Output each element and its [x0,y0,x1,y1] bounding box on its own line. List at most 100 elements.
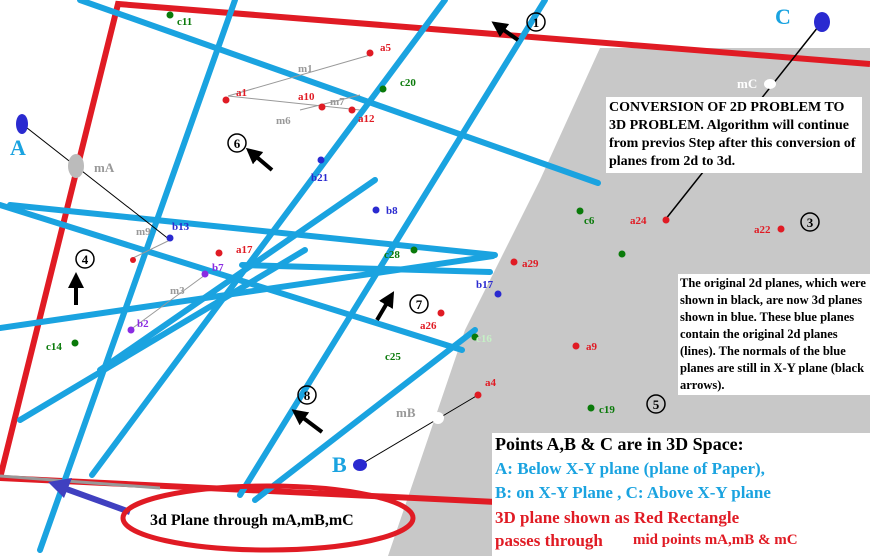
label-m7: m7 [330,96,345,108]
label-b21: b21 [311,172,328,184]
circled-numbers [75,12,820,414]
gray-3d-region [388,48,870,556]
point-a26 [437,309,445,317]
label-c28: c28 [384,249,400,261]
num-6: 6 [234,136,241,151]
label-c20: c20 [400,77,416,89]
point-a10 [318,103,326,111]
point-a-description: A: Below X-Y plane (plane of Paper), [495,459,765,478]
label-a22: a22 [754,224,771,236]
label-a17: a17 [236,244,253,256]
original-planes-note: The original 2d planes, which were shown… [678,274,870,395]
label-a1: a1 [236,87,247,99]
num-8: 8 [304,388,311,403]
helper-line [129,274,206,331]
small-points [71,11,785,412]
label-a10: a10 [298,91,315,103]
label-mA: mA [94,160,115,175]
normal-arrow-1 [491,21,520,42]
point-c-green [618,250,626,258]
point-a4 [474,391,482,399]
label-b17: b17 [476,279,494,291]
indigo-arrow [56,483,132,515]
label-a9: a9 [586,341,598,353]
blue-plane-line [37,0,238,553]
point-mC [764,79,776,89]
segment-A-mA [21,123,171,241]
label-c14: c14 [46,341,62,353]
helper-line [299,94,361,111]
blue-plane-line [237,0,548,498]
normal-arrow-7 [375,291,395,322]
num-4: 4 [82,252,89,267]
label-m3: m3 [170,285,185,297]
point-C [814,12,830,32]
point-a1 [222,96,230,104]
num-7: 7 [416,297,423,312]
point-a12 [348,106,356,114]
red-plane-description: 3D plane shown as Red Rectangle [495,508,740,527]
num-5: 5 [653,397,660,412]
points-description-box [492,433,870,556]
label-c19: c19 [599,404,615,416]
label-C: C [775,4,791,29]
helper-line [227,95,361,111]
point-red-small [130,257,136,263]
num-3: 3 [807,215,814,230]
point-c14 [71,339,79,347]
point-a22 [777,225,785,233]
point-A [16,114,28,134]
label-m6: m6 [276,115,291,127]
circle-4 [75,249,95,269]
point-a24 [662,216,670,224]
label-a26: a26 [420,320,437,332]
point-a17 [215,249,223,257]
label-a12: a12 [358,113,375,125]
conversion-note: CONVERSION OF 2D PROBLEM TO 3D PROBLEM. … [606,97,862,173]
blue-plane-line [17,247,308,423]
point-b13 [166,234,174,242]
label-c16: c16 [476,333,492,345]
circle-6 [227,133,247,153]
point-mA [68,154,84,178]
point-b2 [127,326,135,334]
point-a9 [572,342,580,350]
circle-7 [409,294,429,314]
point-c20 [379,85,387,93]
point-a5 [366,49,374,57]
circle-1 [526,12,546,32]
label-b2: b2 [137,318,149,330]
label-b13: b13 [172,221,190,233]
helper-lines [129,54,371,331]
label-b8: b8 [386,205,398,217]
point-b17 [494,290,502,298]
point-B [353,459,367,471]
point-a29 [510,258,518,266]
point-c28 [410,246,418,254]
label-b7: b7 [212,262,224,274]
label-m1: m1 [298,63,313,75]
point-c6 [576,207,584,215]
label-mB: mB [396,405,416,420]
label-A: A [10,135,26,160]
label-c6: c6 [584,215,595,227]
point-c16 [471,333,479,341]
point-b21 [317,156,325,164]
helper-line [132,239,171,259]
helper-line [227,54,371,97]
label-c11: c11 [177,16,192,28]
label-c25: c25 [385,351,401,363]
points-heading: Points A,B & C are in 3D Space: [495,434,744,454]
point-bc-description: B: on X-Y Plane , C: Above X-Y plane [495,483,771,502]
blue-plane-line [89,0,448,478]
point-c11 [166,11,174,19]
ellipse-label: 3d Plane through mA,mB,mC [150,512,354,529]
label-m9: m9 [136,226,151,238]
point-b7 [201,270,209,278]
red-ellipse [120,483,416,553]
blue-plane-line [77,0,601,186]
label-a5: a5 [380,42,392,54]
circle-5 [646,394,666,414]
indigo-arrow-head [48,478,72,498]
